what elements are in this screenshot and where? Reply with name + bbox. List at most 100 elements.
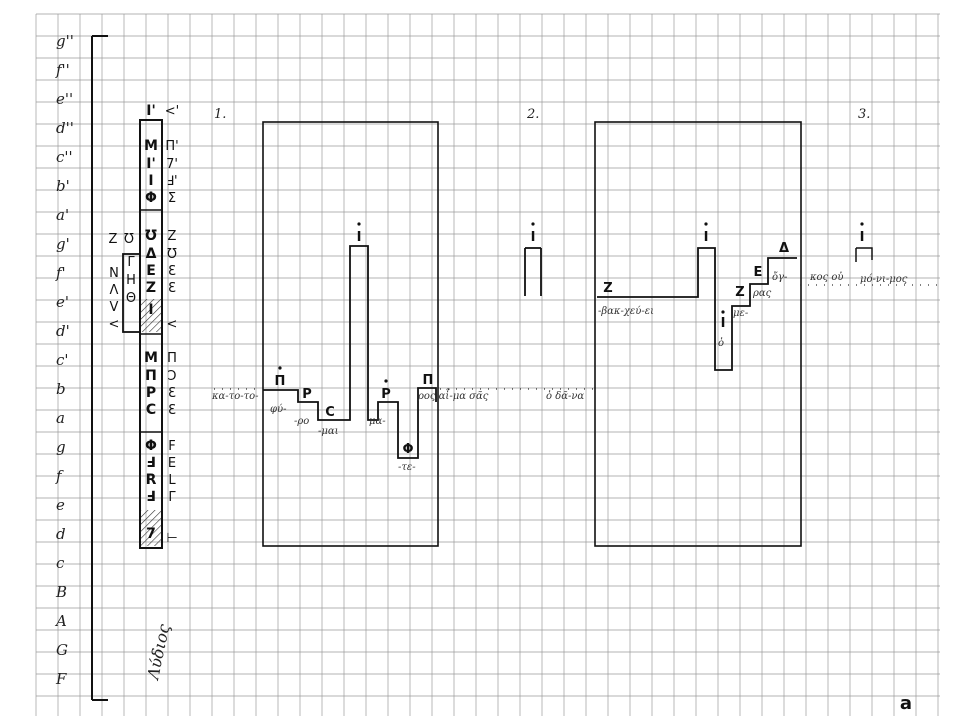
column-letter: Ⅎ [146, 489, 156, 505]
pitch-label: e [56, 496, 65, 514]
right-sign: Ⅎ' [166, 174, 177, 189]
melody-1-note: Ι [357, 230, 362, 245]
column-letter: Ε [146, 263, 156, 279]
pitch-label: f' [55, 264, 66, 282]
left-letter: Ζ [109, 232, 118, 247]
column-letter: R [146, 472, 157, 488]
column-letter: Δ [146, 246, 157, 262]
note-dot [721, 310, 725, 314]
pitch-label: f [55, 467, 64, 485]
melody-2-note: Ι [531, 230, 536, 245]
right-sign: Ↄ [167, 369, 176, 384]
column-letter: Ⅎ [146, 455, 156, 471]
left-letter: Θ [126, 291, 136, 306]
pitch-label: c' [56, 351, 69, 369]
panel-1-number: 1. [214, 107, 226, 122]
melody-1-lyric: μα- [369, 416, 386, 427]
pitch-label: g'' [56, 32, 74, 50]
pitch-label: e' [56, 293, 69, 311]
pitch-label: d'' [56, 119, 74, 137]
column-letter: C [146, 402, 156, 418]
graph-paper-grid [35, 13, 940, 716]
pitch-label: c'' [56, 148, 73, 166]
melody-1-note: Φ [402, 442, 413, 457]
pitch-label: F [55, 670, 67, 688]
right-sign: Ɛ [168, 386, 176, 401]
note-dot [357, 222, 361, 226]
column-letter: Π [145, 368, 157, 384]
right-sign: Ʃ [168, 191, 176, 206]
right-sign: Ʊ [167, 247, 177, 262]
melody-3-lyric: κος οὐ [809, 272, 843, 283]
right-sign: ⊢ [166, 531, 177, 546]
melody-1-lyric: ρος αἷ-μα σᾶς [417, 389, 489, 402]
pitch-label: a' [56, 206, 69, 224]
right-sign: L [168, 473, 176, 488]
dotted-guides [214, 284, 940, 390]
left-letter: Λ [110, 283, 119, 298]
melody-3-note: Ι [860, 230, 865, 245]
pitch-label: d' [56, 322, 70, 340]
melody-3-lyric: ὄγ- [772, 272, 788, 283]
left-letter: Ν [109, 266, 119, 281]
panel-3-number: 3. [858, 107, 870, 122]
right-sign: < [167, 317, 178, 332]
column-letter: Ι' [146, 156, 156, 172]
column-letter: Μ [144, 138, 158, 154]
left-letter: Ʊ [124, 232, 134, 247]
right-sign: Ɛ [168, 264, 176, 279]
pitch-label: b' [56, 177, 70, 195]
left-letter: < [109, 317, 120, 332]
melody-1-lyric: -μαι [318, 426, 339, 437]
column-letter: Ʊ [145, 228, 157, 244]
melody-1-note: Ρ [381, 387, 391, 402]
melody-1-note: Ρ [302, 387, 312, 402]
melody-1-lyric: φύ- [270, 404, 287, 415]
right-sign: Π' [165, 139, 178, 154]
melody-2-line [524, 247, 797, 371]
panel-1-frame [262, 121, 439, 547]
melody-1-note: Π [423, 373, 434, 388]
column-letter: Ι [148, 173, 153, 189]
melody-1-line [263, 245, 437, 459]
right-sign: Ɛ [168, 281, 176, 296]
right-sign: Π [167, 351, 177, 366]
panel-2-number: 2. [526, 107, 539, 122]
melody-2-note: Ι [721, 316, 726, 331]
pitch-label: G [56, 641, 68, 659]
pitch-label: c [56, 554, 65, 572]
pitch-label: f'' [55, 61, 70, 79]
melody-1-lyric: κα-το-το- [211, 391, 259, 402]
column-letter: 7 [146, 526, 156, 542]
column-letter: Μ [144, 350, 158, 366]
melody-1-lyric: ὁ δᾶ-να [546, 391, 584, 402]
melody-3-lyric: μό-νι-μος [860, 274, 908, 285]
pitch-label: g' [56, 235, 70, 253]
column-letter: Φ [145, 438, 157, 454]
melody-2-lyric: -βακ-χεύ-ει [598, 306, 654, 317]
figure-letter: a [899, 693, 912, 714]
scale-column [122, 119, 163, 549]
melody-3-lyric: με- [733, 308, 749, 319]
right-sign: 7' [166, 157, 178, 172]
pitch-label: g [56, 438, 66, 456]
note-dot [384, 379, 388, 383]
melody-2-note: Ι [704, 230, 709, 245]
melody-1-note: C [325, 405, 335, 420]
right-sign: E [168, 456, 176, 471]
pitch-label: e'' [56, 90, 73, 108]
melody-1-note: Π [275, 374, 286, 389]
note-dot [278, 366, 282, 370]
right-sign: Γ [168, 490, 176, 505]
melody-3-marker [855, 247, 873, 262]
column-letter: Ρ [146, 385, 156, 401]
note-dot [704, 222, 708, 226]
melody-1-lyric: -τε- [398, 462, 416, 473]
pitch-label: B [55, 583, 67, 601]
melody-1-lyric: -ρο [294, 416, 309, 427]
